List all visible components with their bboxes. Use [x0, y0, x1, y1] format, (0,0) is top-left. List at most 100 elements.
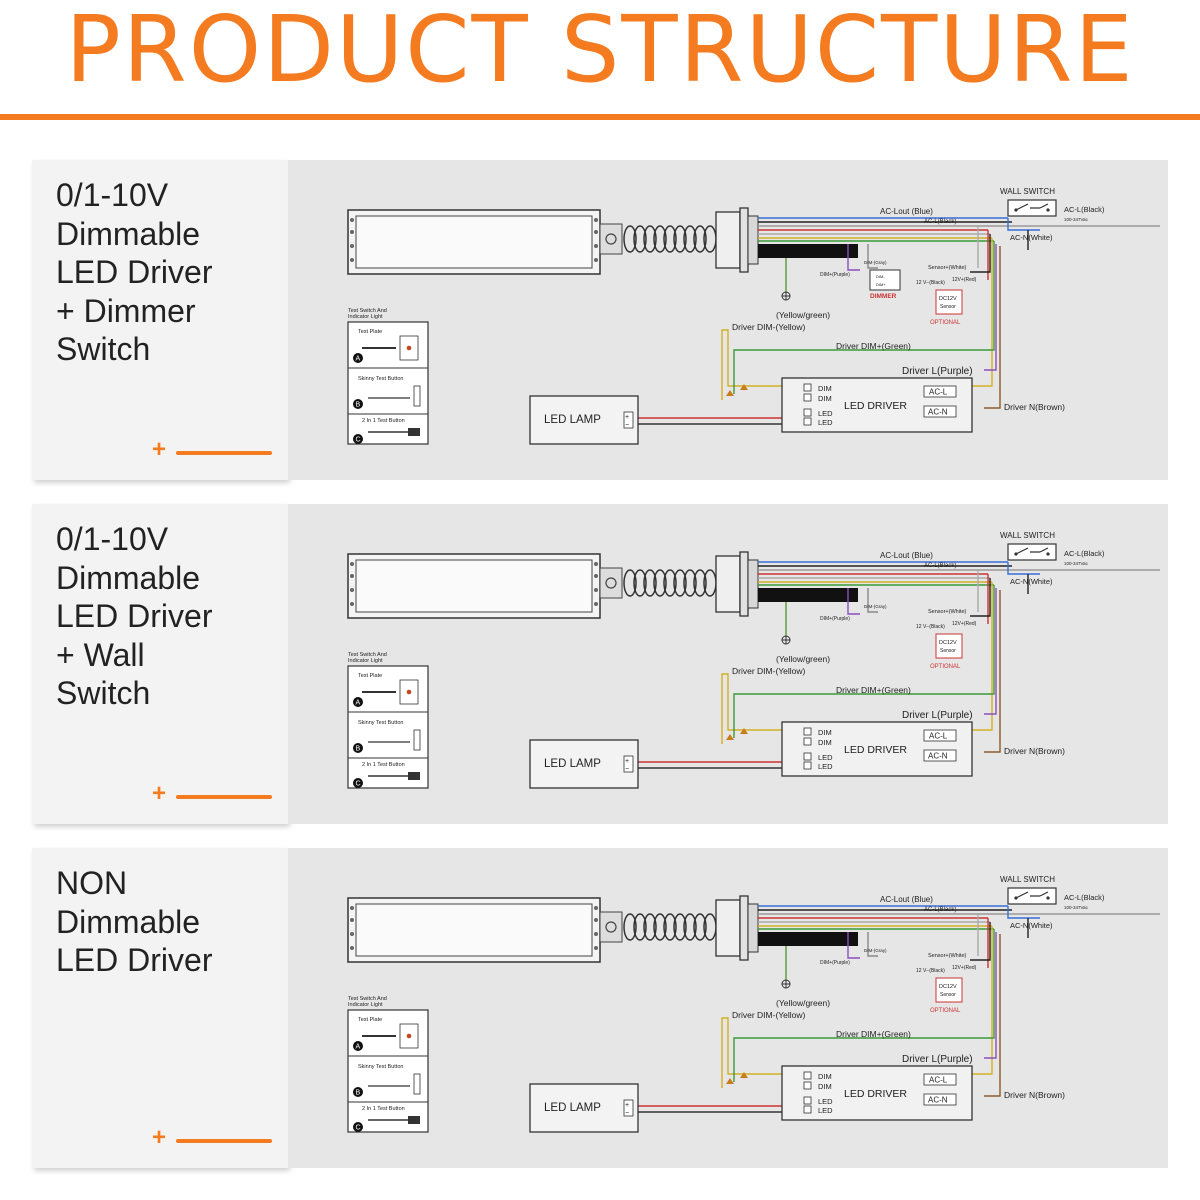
dim-purple-label: DIM+(Purple)	[820, 960, 850, 966]
ac-l-black-label: AC-L(Black)	[924, 563, 956, 569]
wiring-panel-3: NON Dimmable LED Driver +	[32, 848, 1168, 1168]
wiring-panel-1: 0/1-10V Dimmable LED Driver + Dimmer Swi…	[32, 160, 1168, 480]
dim-purple-label: DIM+(Purple)	[820, 616, 850, 622]
badge-c-label: C	[356, 781, 361, 788]
spiral-cable-illustration	[623, 913, 717, 941]
lamp-plus-label: +	[625, 414, 629, 421]
led-driver-label: LED DRIVER	[844, 1088, 907, 1100]
led-lamp-box: LED LAMP + −	[529, 1083, 639, 1133]
driver-ac-l-label: AC-L	[929, 388, 948, 397]
wall-switch: WALL SWITCH	[1000, 187, 1057, 217]
page-title: PRODUCT STRUCTURE	[65, 0, 1135, 103]
v12-black-label: 12 V−(Black)	[916, 968, 945, 974]
driver-n-brown-label: Driver N(Brown)	[1004, 402, 1065, 412]
panel-label: 0/1-10V Dimmable LED Driver + Dimmer Swi…	[56, 177, 213, 367]
driver-n-brown-label: Driver N(Brown)	[1004, 746, 1065, 756]
driver-l-purple-label: Driver L(Purple)	[902, 366, 973, 377]
sensor-label: Sensor	[940, 648, 956, 654]
driver-led-plus-label: LED	[818, 409, 833, 418]
test-plate-label: Test Plate	[358, 1017, 382, 1023]
plus-minus-icon: +	[152, 436, 272, 463]
voltage-range-label: 100-347Vac	[1064, 561, 1089, 566]
driver-dim-minus-label: DIM	[818, 738, 832, 747]
two-in-one-label: 2 In 1 Test Button	[362, 762, 405, 768]
wiring-diagram-svg: WALL SWITCH AC-L(Black) 100-347Vac AC-Lo…	[347, 187, 1160, 445]
optional-label: OPTIONAL	[930, 664, 961, 670]
wire-nut-icon	[726, 390, 734, 396]
panel-label-card: NON Dimmable LED Driver +	[32, 848, 288, 1168]
v12-red-label: 12V+(Red)	[952, 277, 977, 283]
optional-label: OPTIONAL	[930, 320, 961, 326]
ac-lout-label: AC-Lout (Blue)	[880, 551, 933, 560]
wire-bundle	[637, 217, 1160, 425]
dim-gray-label: DIM-(Gray)	[864, 604, 887, 609]
wall-switch-label: WALL SWITCH	[1000, 187, 1055, 196]
wiring-diagram: WALL SWITCH AC-L(Black) 100-347Vac AC-Lo…	[288, 160, 1168, 480]
driver-dim-yellow-label: Driver DIM-(Yellow)	[732, 322, 806, 332]
badge-b-label: B	[356, 1090, 361, 1097]
led-lamp-label: LED LAMP	[544, 758, 601, 770]
driver-ac-l-label: AC-L	[929, 732, 948, 741]
connector-gland	[715, 551, 858, 617]
driver-ac-l-label: AC-L	[929, 1076, 948, 1085]
plus-minus-icon: +	[152, 1124, 272, 1151]
ground-cross-icon	[782, 636, 790, 644]
driver-housing-illustration	[347, 553, 623, 619]
wire-nut-icon	[726, 734, 734, 740]
voltage-range-label: 100-347Vac	[1064, 905, 1089, 910]
dimmer-label: DIMMER	[870, 293, 897, 300]
test-switch-label-line2: Indicator Light	[348, 1002, 383, 1008]
spiral-cable-illustration	[623, 569, 717, 597]
dim-gray-label: DIM-(Gray)	[864, 948, 887, 953]
ac-l-black-label: AC-L(Black)	[924, 219, 956, 225]
dc12v-sensor: DC12V Sensor	[935, 633, 963, 659]
badge-c-label: C	[356, 1125, 361, 1132]
ac-n-white-label: AC-N(White)	[1010, 233, 1053, 242]
test-switch-label-line1: Test Switch And	[348, 308, 387, 314]
sensor-label: Sensor	[940, 304, 956, 310]
panel-label-card: 0/1-10V Dimmable LED Driver + Wall Switc…	[32, 504, 288, 824]
ground-cross-icon	[782, 292, 790, 300]
plus-minus-icon: +	[152, 780, 272, 807]
panel-label-card: 0/1-10V Dimmable LED Driver + Dimmer Swi…	[32, 160, 288, 480]
wire-nut-icon	[740, 728, 748, 734]
wall-switch: WALL SWITCH	[1000, 531, 1057, 561]
connector-gland	[715, 895, 858, 961]
wiring-diagram: WALL SWITCH AC-L(Black) 100-347Vac AC-Lo…	[288, 848, 1168, 1168]
ac-lout-label: AC-Lout (Blue)	[880, 207, 933, 216]
driver-ac-n-label: AC-N	[928, 752, 948, 761]
v12-black-label: 12 V−(Black)	[916, 624, 945, 630]
driver-dim-minus-label: DIM	[818, 1082, 832, 1091]
led-lamp-label: LED LAMP	[544, 414, 601, 426]
wall-switch: WALL SWITCH	[1000, 875, 1057, 905]
badge-a-label: A	[356, 1044, 361, 1051]
dc12v-label: DC12V	[939, 640, 957, 646]
dim-purple-label: DIM+(Purple)	[820, 272, 850, 278]
led-lamp-box: LED LAMP + −	[529, 739, 639, 789]
voltage-range-label: 100-347Vac	[1064, 217, 1089, 222]
lamp-minus-label: −	[625, 766, 629, 773]
yellow-green-label: (Yellow/green)	[776, 654, 830, 664]
led-driver-box: DIM DIM LED LED LED DRIVER AC-L AC-N	[781, 377, 973, 433]
panel-label: 0/1-10V Dimmable LED Driver + Wall Switc…	[56, 521, 213, 711]
sensor-label: Sensor	[940, 992, 956, 998]
test-switch-label-line1: Test Switch And	[348, 996, 387, 1002]
test-switch-label-line2: Indicator Light	[348, 658, 383, 664]
ac-n-white-label: AC-N(White)	[1010, 921, 1053, 930]
wiring-diagram-svg: WALL SWITCH AC-L(Black) 100-347Vac AC-Lo…	[347, 875, 1160, 1133]
dc12v-sensor: DC12V Sensor	[935, 289, 963, 315]
test-switch-card: Test Plate Skinny Test Button 2 In 1 Tes…	[347, 1009, 429, 1133]
dimmer-switch: DIM- DIM+ DIMMER	[869, 269, 901, 300]
driver-led-plus-label: LED	[818, 1097, 833, 1106]
wiring-diagram: WALL SWITCH AC-L(Black) 100-347Vac AC-Lo…	[288, 504, 1168, 824]
driver-ac-n-label: AC-N	[928, 408, 948, 417]
lamp-plus-label: +	[625, 1102, 629, 1109]
yellow-green-label: (Yellow/green)	[776, 310, 830, 320]
driver-dim-yellow-label: Driver DIM-(Yellow)	[732, 666, 806, 676]
v12-black-label: 12 V−(Black)	[916, 280, 945, 286]
two-in-one-label: 2 In 1 Test Button	[362, 1106, 405, 1112]
driver-dim-green-label: Driver DIM+(Green)	[836, 1029, 911, 1039]
wire-nut-icon	[726, 1078, 734, 1084]
dc12v-label: DC12V	[939, 984, 957, 990]
skinny-test-button-label: Skinny Test Button	[358, 376, 403, 382]
